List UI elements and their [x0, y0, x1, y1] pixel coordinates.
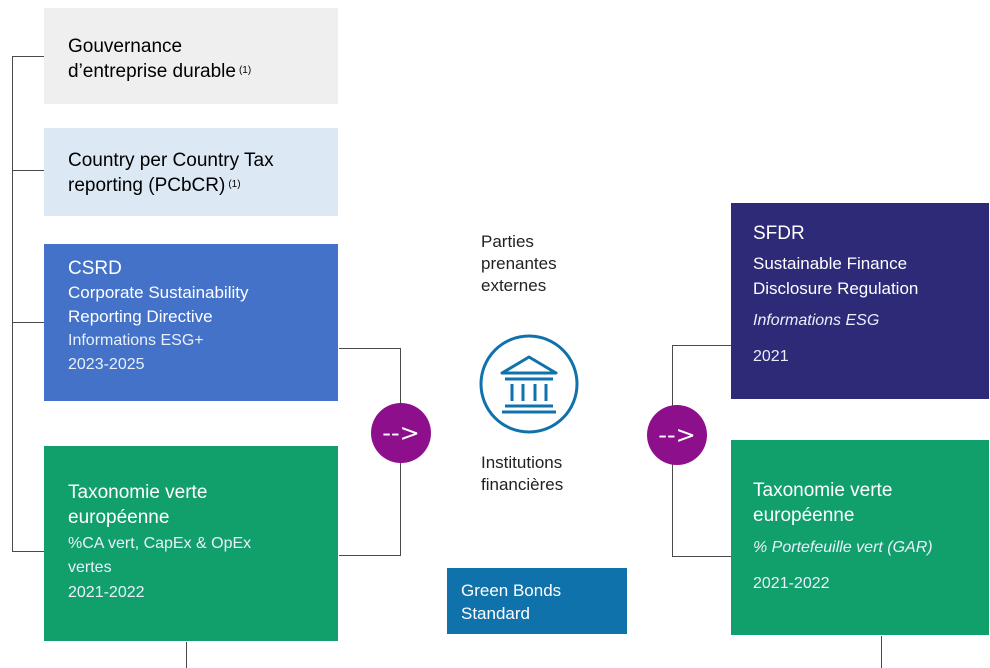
- left-taxonomie-period: 2021-2022: [68, 584, 145, 601]
- right-arrow-circle: -->: [647, 405, 707, 465]
- sfdr-name-line1: Sustainable Finance: [753, 254, 908, 273]
- right-taxo-connector-h: [672, 556, 731, 557]
- sfdr-connector-h: [672, 345, 731, 346]
- footnote-marker: (1): [228, 179, 241, 190]
- left-taxonomie-box: Taxonomie verte européenne %CA vert, Cap…: [44, 446, 338, 641]
- stakeholders-line1: Parties: [481, 232, 534, 251]
- gouvernance-title-line2: d’entreprise durable(1): [68, 59, 338, 84]
- right-taxonomie-title-line2: européenne: [753, 505, 855, 526]
- arrow-right-icon: -->: [658, 421, 696, 449]
- right-taxonomie-box: Taxonomie verte européenne % Portefeuill…: [731, 440, 989, 635]
- right-taxonomie-title-line1: Taxonomie verte: [753, 480, 893, 501]
- footnote-marker: (1): [238, 65, 252, 76]
- left-taxonomie-title-line2: européenne: [68, 507, 170, 528]
- left-bracket-tick-4: [12, 551, 44, 552]
- sfdr-box: SFDR Sustainable Finance Disclosure Regu…: [731, 203, 989, 399]
- csrd-box: CSRD Corporate Sustainability Reporting …: [44, 244, 338, 401]
- left-bottom-stub: [186, 642, 187, 668]
- pcbcr-title: Country per Country Tax: [68, 150, 274, 171]
- left-arrow-circle: -->: [371, 403, 431, 463]
- csrd-acronym: CSRD: [68, 258, 122, 279]
- gouvernance-title-text: d’entreprise durable: [68, 61, 236, 82]
- left-bracket-tick-3: [12, 322, 44, 323]
- left-taxonomie-info-line1: %CA vert, CapEx & OpEx: [68, 535, 252, 552]
- csrd-period: 2023-2025: [68, 356, 145, 373]
- institutions-label: Institutions financières: [481, 452, 563, 496]
- bank-building-icon: [478, 333, 580, 435]
- gouvernance-title: Gouvernance: [68, 36, 183, 57]
- right-taxonomie-info: % Portefeuille vert (GAR): [753, 539, 933, 556]
- stakeholders-line3: externes: [481, 276, 547, 295]
- left-bracket-tick-1: [12, 56, 44, 57]
- right-taxonomie-period: 2021-2022: [753, 575, 830, 592]
- pcbcr-title-line2: reporting (PCbCR)(1): [68, 173, 338, 198]
- green-bonds-box: Green Bonds Standard: [447, 568, 627, 634]
- institutions-line1: Institutions: [481, 453, 563, 472]
- sfdr-year: 2021: [753, 348, 789, 365]
- gouvernance-box: Gouvernance d’entreprise durable(1): [44, 8, 338, 104]
- institutions-line2: financières: [481, 475, 564, 494]
- taxo-connector-h: [339, 555, 401, 556]
- sfdr-info: Informations ESG: [753, 312, 880, 329]
- left-bracket-vertical: [12, 56, 13, 551]
- pcbcr-title-text: reporting (PCbCR): [68, 175, 226, 196]
- arrow-right-icon: -->: [382, 419, 420, 447]
- stakeholders-line2: prenantes: [481, 254, 557, 273]
- csrd-info: Informations ESG+: [68, 332, 204, 349]
- pcbcr-box: Country per Country Tax reporting (PCbCR…: [44, 128, 338, 216]
- sfdr-name-line2: Disclosure Regulation: [753, 279, 919, 298]
- csrd-connector-h: [339, 348, 401, 349]
- sfdr-acronym: SFDR: [753, 223, 805, 244]
- csrd-name-line1: Corporate Sustainability: [68, 283, 249, 302]
- left-taxonomie-info-line2: vertes: [68, 559, 112, 576]
- right-bottom-stub: [881, 636, 882, 668]
- stakeholders-label: Parties prenantes externes: [481, 231, 557, 297]
- green-bonds-line1: Green Bonds: [461, 581, 562, 600]
- csrd-name-line2: Reporting Directive: [68, 307, 213, 326]
- left-bracket-tick-2: [12, 170, 44, 171]
- green-bonds-line2: Standard: [461, 604, 530, 623]
- left-taxonomie-title-line1: Taxonomie verte: [68, 482, 208, 503]
